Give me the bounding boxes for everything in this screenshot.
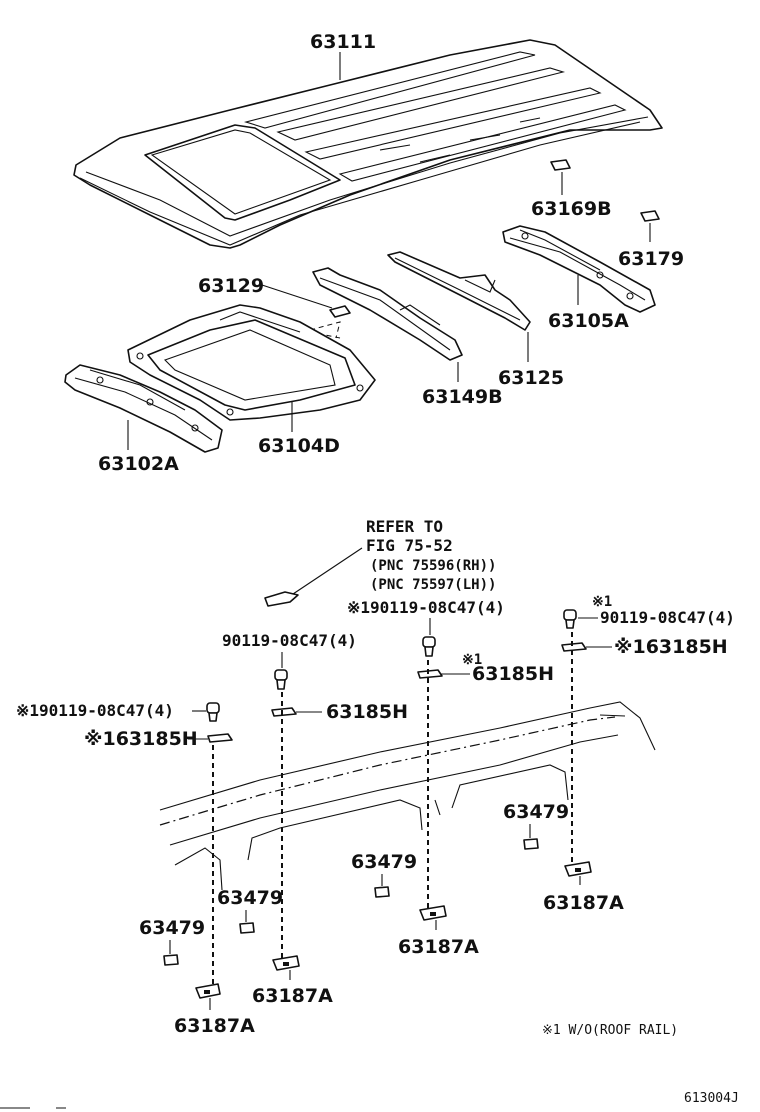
label-holder-center-mark: ※1 xyxy=(462,652,482,668)
label-63169B: 63169B xyxy=(531,198,612,220)
bracket-63187A-mid[interactable] xyxy=(272,955,300,971)
bolt-90119-left[interactable] xyxy=(206,702,220,722)
bolt-90119-mid[interactable] xyxy=(274,669,288,690)
bolt-90119-center[interactable] xyxy=(422,636,436,657)
pad-63479-left[interactable] xyxy=(163,954,179,966)
refer-text-line3: (PNC 75596(RH)) xyxy=(370,558,496,574)
roof-rail-holder-63185H-left[interactable] xyxy=(207,733,233,743)
pad-63169B[interactable] xyxy=(550,159,571,171)
roof-rail-holder-63185H-center[interactable] xyxy=(417,669,443,679)
bracket-63187A-right[interactable] xyxy=(564,861,592,877)
label-63479-mid: 63479 xyxy=(217,887,283,909)
sunroof-reinforcement-63104D[interactable] xyxy=(127,304,376,421)
pad-63179[interactable] xyxy=(640,210,660,222)
label-63479-left: 63479 xyxy=(139,917,205,939)
roof-panel-63111[interactable] xyxy=(73,39,663,249)
label-plate-63129[interactable] xyxy=(329,305,351,318)
label-bolt-center: ※190119-08C47(4) xyxy=(347,598,505,617)
vehicle-roof-side-outline xyxy=(159,701,656,891)
label-63187A-mid: 63187A xyxy=(252,985,333,1007)
label-holder-left: ※163185H xyxy=(84,728,198,750)
label-63479-right: 63479 xyxy=(503,801,569,823)
label-holder-center: 63185H xyxy=(472,663,554,685)
label-63179: 63179 xyxy=(618,248,684,270)
roof-panel-reinforcement-63105A[interactable] xyxy=(502,225,656,313)
refer-text-line2: FIG 75-52 xyxy=(366,536,453,555)
refer-text-line4: (PNC 75597(LH)) xyxy=(370,577,496,593)
roof-rail-clip[interactable] xyxy=(264,591,299,607)
pad-63479-center[interactable] xyxy=(374,886,390,898)
label-bolt-left: ※190119-08C47(4) xyxy=(16,701,174,720)
label-63104D: 63104D xyxy=(258,435,340,457)
roof-bow-63125[interactable] xyxy=(387,251,531,331)
label-63187A-right: 63187A xyxy=(543,892,624,914)
pad-63479-right[interactable] xyxy=(523,838,539,850)
label-bolt-right: 90119-08C47(4) xyxy=(600,608,735,627)
refer-text-line1: REFER TO xyxy=(366,517,443,536)
roof-panel-reinforcement-63102A[interactable] xyxy=(64,364,223,453)
footnote-without-roof-rail: ※1 W/O(ROOF RAIL) xyxy=(542,1023,678,1038)
pad-63479-mid[interactable] xyxy=(239,922,255,934)
label-holder-right: ※163185H xyxy=(614,636,728,658)
bracket-63187A-left[interactable] xyxy=(195,983,221,999)
label-bolt-right-mark: ※1 xyxy=(592,594,612,610)
label-63187A-left: 63187A xyxy=(174,1015,255,1037)
label-63111: 63111 xyxy=(310,31,376,53)
label-63129: 63129 xyxy=(198,275,264,297)
label-63102A: 63102A xyxy=(98,453,179,475)
label-63105A: 63105A xyxy=(548,310,629,332)
label-63479-center: 63479 xyxy=(351,851,417,873)
label-63149B: 63149B xyxy=(422,386,503,408)
bolt-90119-right[interactable] xyxy=(563,609,577,629)
label-holder-mid: 63185H xyxy=(326,701,408,723)
roof-rail-holder-63185H-mid[interactable] xyxy=(271,707,297,717)
roof-bow-63149B[interactable] xyxy=(312,267,463,361)
label-63187A-center: 63187A xyxy=(398,936,479,958)
bracket-63187A-center[interactable] xyxy=(419,905,447,921)
roof-rail-holder-63185H-right[interactable] xyxy=(561,642,587,652)
label-bolt-mid: 90119-08C47(4) xyxy=(222,631,357,650)
label-63125: 63125 xyxy=(498,367,564,389)
figure-code: 613004J xyxy=(684,1091,739,1106)
